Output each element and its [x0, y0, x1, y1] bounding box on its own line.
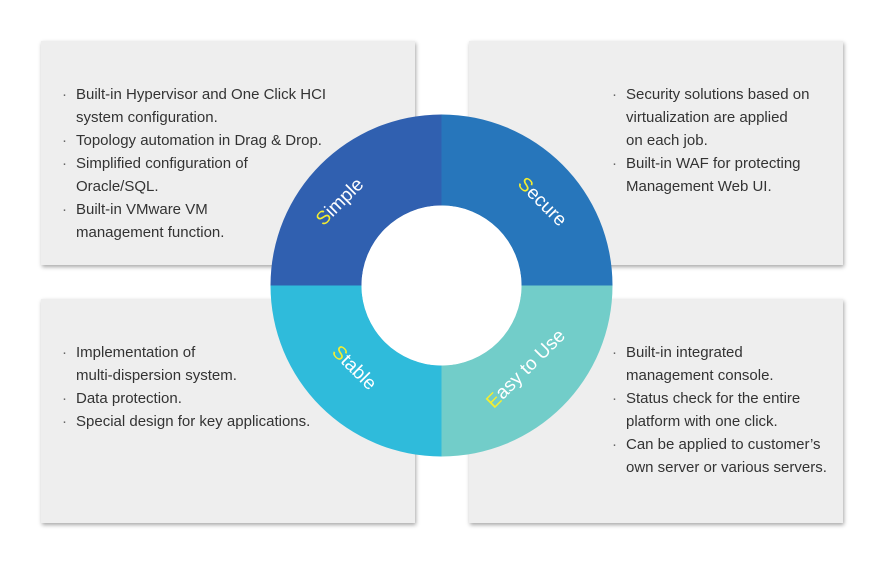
stable-item: Special design for key applications.: [62, 410, 310, 433]
simple-segment: [270, 114, 442, 286]
easy-item: Can be applied to customer’s own server …: [612, 433, 827, 479]
stable-item: Data protection.: [62, 387, 310, 410]
secure-item: Built-in WAF for protecting Management W…: [612, 152, 809, 198]
easy-to-use-feature-list: Built-in integrated management console. …: [612, 341, 827, 479]
simple-item: Built-in VMware VM management function.: [62, 198, 326, 244]
ring-center: [361, 205, 522, 366]
stable-feature-list: Implementation of multi-dispersion syste…: [62, 341, 310, 433]
simple-feature-list: Built-in Hypervisor and One Click HCI sy…: [62, 83, 326, 244]
simple-item: Built-in Hypervisor and One Click HCI sy…: [62, 83, 326, 129]
easy-item: Built-in integrated management console.: [612, 341, 827, 387]
easy-to-use-segment: [441, 285, 613, 457]
secure-segment: [441, 114, 613, 286]
simple-item: Topology automation in Drag & Drop.: [62, 129, 326, 152]
secure-item: Security solutions based on virtualizati…: [612, 83, 809, 152]
stable-item: Implementation of multi-dispersion syste…: [62, 341, 310, 387]
easy-item: Status check for the entire platform wit…: [612, 387, 827, 433]
secure-feature-list: Security solutions based on virtualizati…: [612, 83, 809, 198]
stable-segment: [270, 285, 442, 457]
simple-item: Simplified configuration of Oracle/SQL.: [62, 152, 326, 198]
